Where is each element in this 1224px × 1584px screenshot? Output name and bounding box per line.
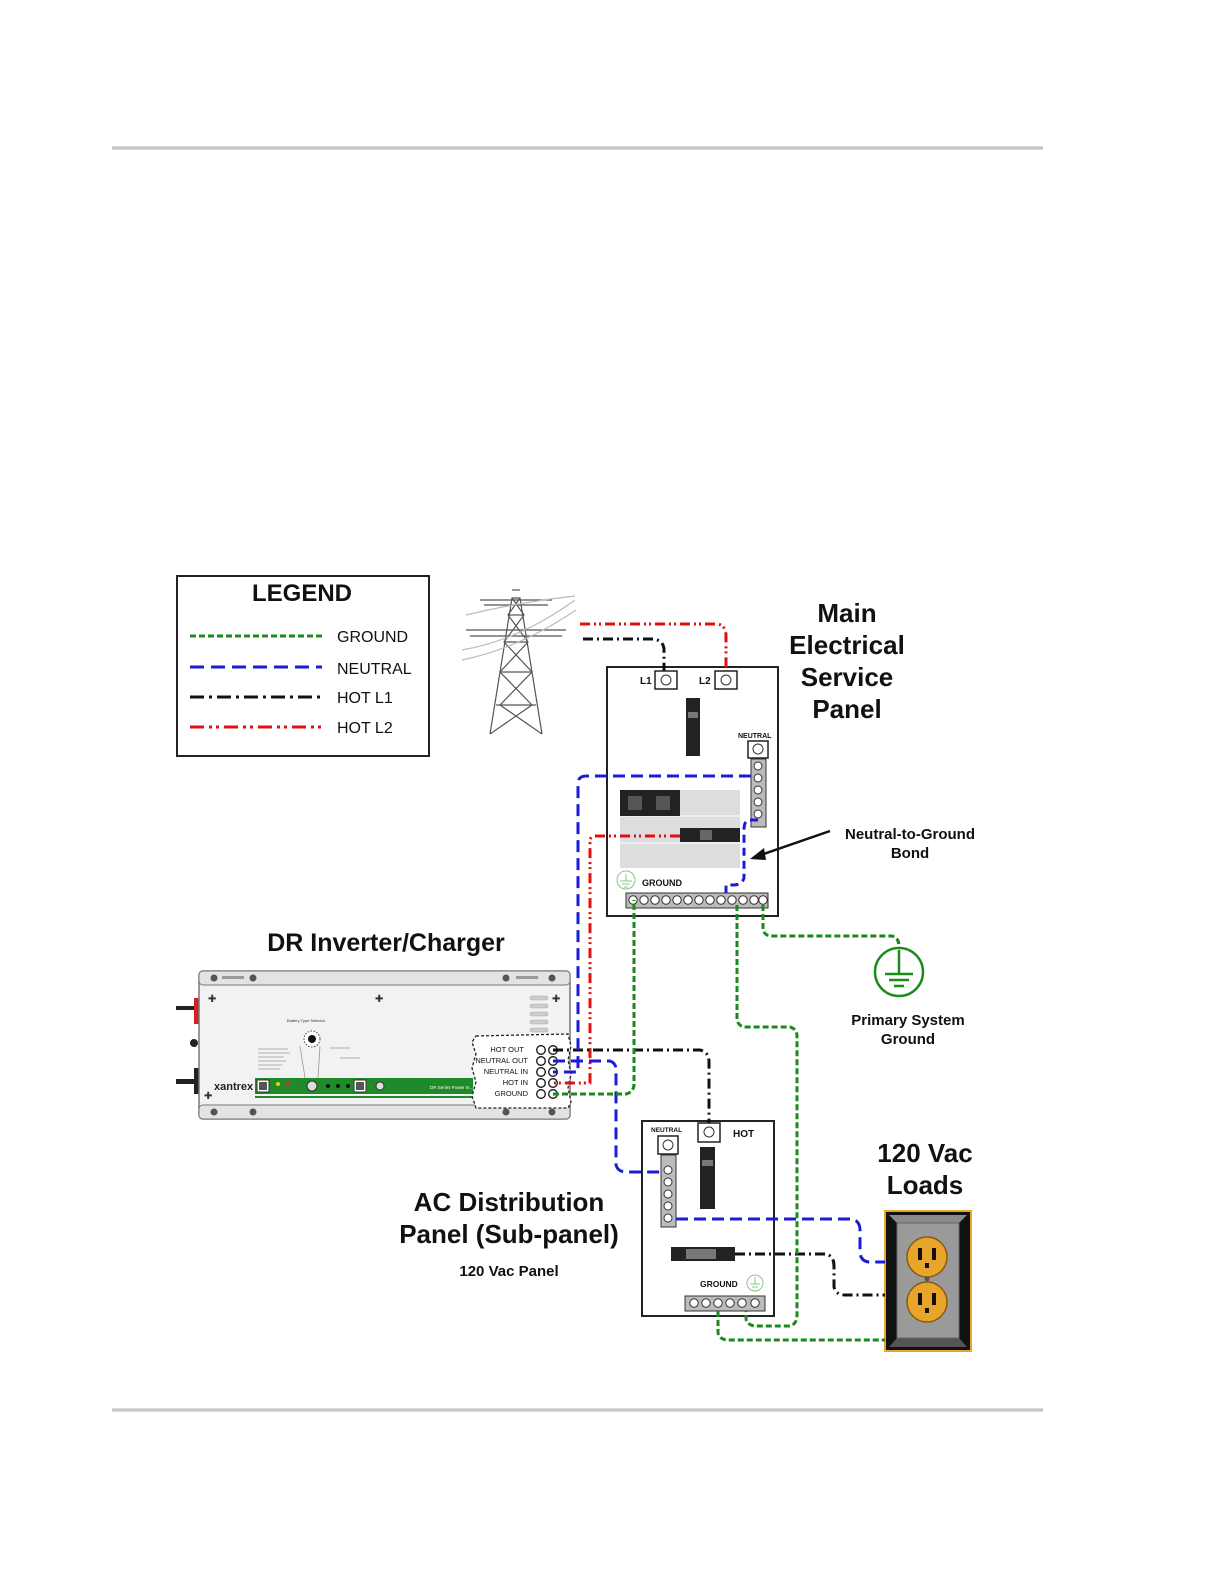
legend: LEGEND GROUND NEUTRAL HOT L1 HOT L2: [176, 575, 430, 757]
main-panel-title: Main Electrical Service Panel: [789, 598, 905, 724]
svg-text:Neutral-to-Ground: Neutral-to-Ground: [845, 826, 975, 843]
terminal-hot-out: HOT OUT: [490, 1045, 524, 1054]
wire-neutral-inverter-to-sub: [553, 1059, 661, 1174]
legend-neutral-label: NEUTRAL: [337, 661, 412, 678]
inverter-strip-text: DR Series Power In...: [430, 1085, 473, 1090]
main-l2-label: L2: [699, 676, 711, 687]
wire-neutral-main-to-inverter: [553, 774, 751, 1074]
bond-arrow: [757, 829, 831, 858]
main-neutral-label: NEUTRAL: [738, 733, 772, 740]
primary-ground-label: Primary System Ground: [851, 1012, 964, 1048]
svg-text:Panel (Sub-panel): Panel (Sub-panel): [399, 1219, 619, 1249]
svg-text:Service: Service: [801, 662, 894, 692]
inverter-title: DR Inverter/Charger: [267, 929, 505, 957]
svg-text:Main: Main: [817, 598, 876, 628]
legend-hot-l2-label: HOT L2: [337, 720, 393, 737]
main-breaker: [686, 698, 700, 756]
wire-hot-l1-inverter-out: [553, 1048, 711, 1123]
wire-hot-l1-utility: [583, 637, 666, 671]
sub-panel: NEUTRAL HOT GROUND: [641, 1120, 775, 1317]
bond-callout: Neutral-to-Ground Bond: [750, 826, 975, 862]
top-rule: [112, 146, 1043, 150]
wire-ground-sub-to-load: [716, 1311, 885, 1342]
primary-ground-symbol-icon: [873, 946, 925, 998]
wire-hot-load: [735, 1252, 885, 1297]
outlet-icon: [884, 1210, 972, 1352]
legend-hot-l1-label: HOT L1: [337, 690, 393, 707]
main-ground-symbol-icon: [616, 870, 636, 890]
svg-text:✚: ✚: [208, 994, 216, 1005]
sub-neutral-label: NEUTRAL: [651, 1127, 682, 1134]
svg-text:120 Vac: 120 Vac: [877, 1138, 972, 1168]
svg-text:AC Distribution: AC Distribution: [414, 1187, 605, 1217]
sub-hot-label: HOT: [733, 1129, 754, 1140]
legend-ground-label: GROUND: [337, 629, 408, 646]
terminal-neutral-out: NEUTRAL OUT: [475, 1056, 528, 1065]
wire-hot-l2-inverter-in: [553, 834, 680, 1085]
svg-text:Bond: Bond: [891, 845, 929, 862]
svg-text:Loads: Loads: [887, 1170, 964, 1200]
svg-text:✚: ✚: [375, 994, 383, 1005]
sub-panel-subtitle: 120 Vac Panel: [459, 1263, 558, 1280]
svg-text:✚: ✚: [552, 994, 560, 1005]
terminal-neutral-in: NEUTRAL IN: [484, 1067, 528, 1076]
terminal-ground: GROUND: [495, 1089, 529, 1098]
bottom-rule: [112, 1408, 1043, 1412]
svg-text:Ground: Ground: [881, 1031, 935, 1048]
wire-ground-main-to-sub: [735, 905, 799, 1328]
wire-ground-main-to-earth: [761, 905, 901, 948]
legend-title: LEGEND: [252, 580, 352, 607]
sub-main-breaker: [700, 1147, 715, 1209]
loads-title: 120 Vac Loads: [877, 1138, 972, 1200]
main-ground-label: GROUND: [642, 878, 682, 888]
sub-ground-symbol-icon: [746, 1274, 764, 1292]
terminal-hot-in: HOT IN: [503, 1078, 528, 1087]
sub-panel-title: AC Distribution Panel (Sub-panel) 120 Va…: [399, 1187, 619, 1280]
wire-hot-l2-utility: [580, 622, 728, 671]
wire-neutral-bond: [724, 818, 758, 893]
wire-ground-inverter-to-main: [553, 900, 636, 1096]
main-l1-label: L1: [640, 676, 652, 687]
inverter-terminal-block: [471, 1033, 572, 1109]
inverter-selector-heading: Battery Type Selector: [287, 1018, 326, 1023]
svg-text:Panel: Panel: [812, 694, 881, 724]
wire-neutral-load: [676, 1217, 885, 1264]
svg-text:Electrical: Electrical: [789, 630, 905, 660]
main-service-panel: L1 L2 NEUTRAL GROUND: [606, 666, 779, 917]
transmission-tower-icon: [461, 589, 577, 735]
svg-text:Primary System: Primary System: [851, 1012, 964, 1029]
inverter-brand-logo: xantrex: [214, 1081, 254, 1093]
inverter-unit: ✚ ✚ ✚ ✚ Battery Type Selector DR Series …: [176, 970, 572, 1120]
sub-ground-label: GROUND: [700, 1279, 738, 1289]
svg-text:✚: ✚: [204, 1091, 212, 1102]
